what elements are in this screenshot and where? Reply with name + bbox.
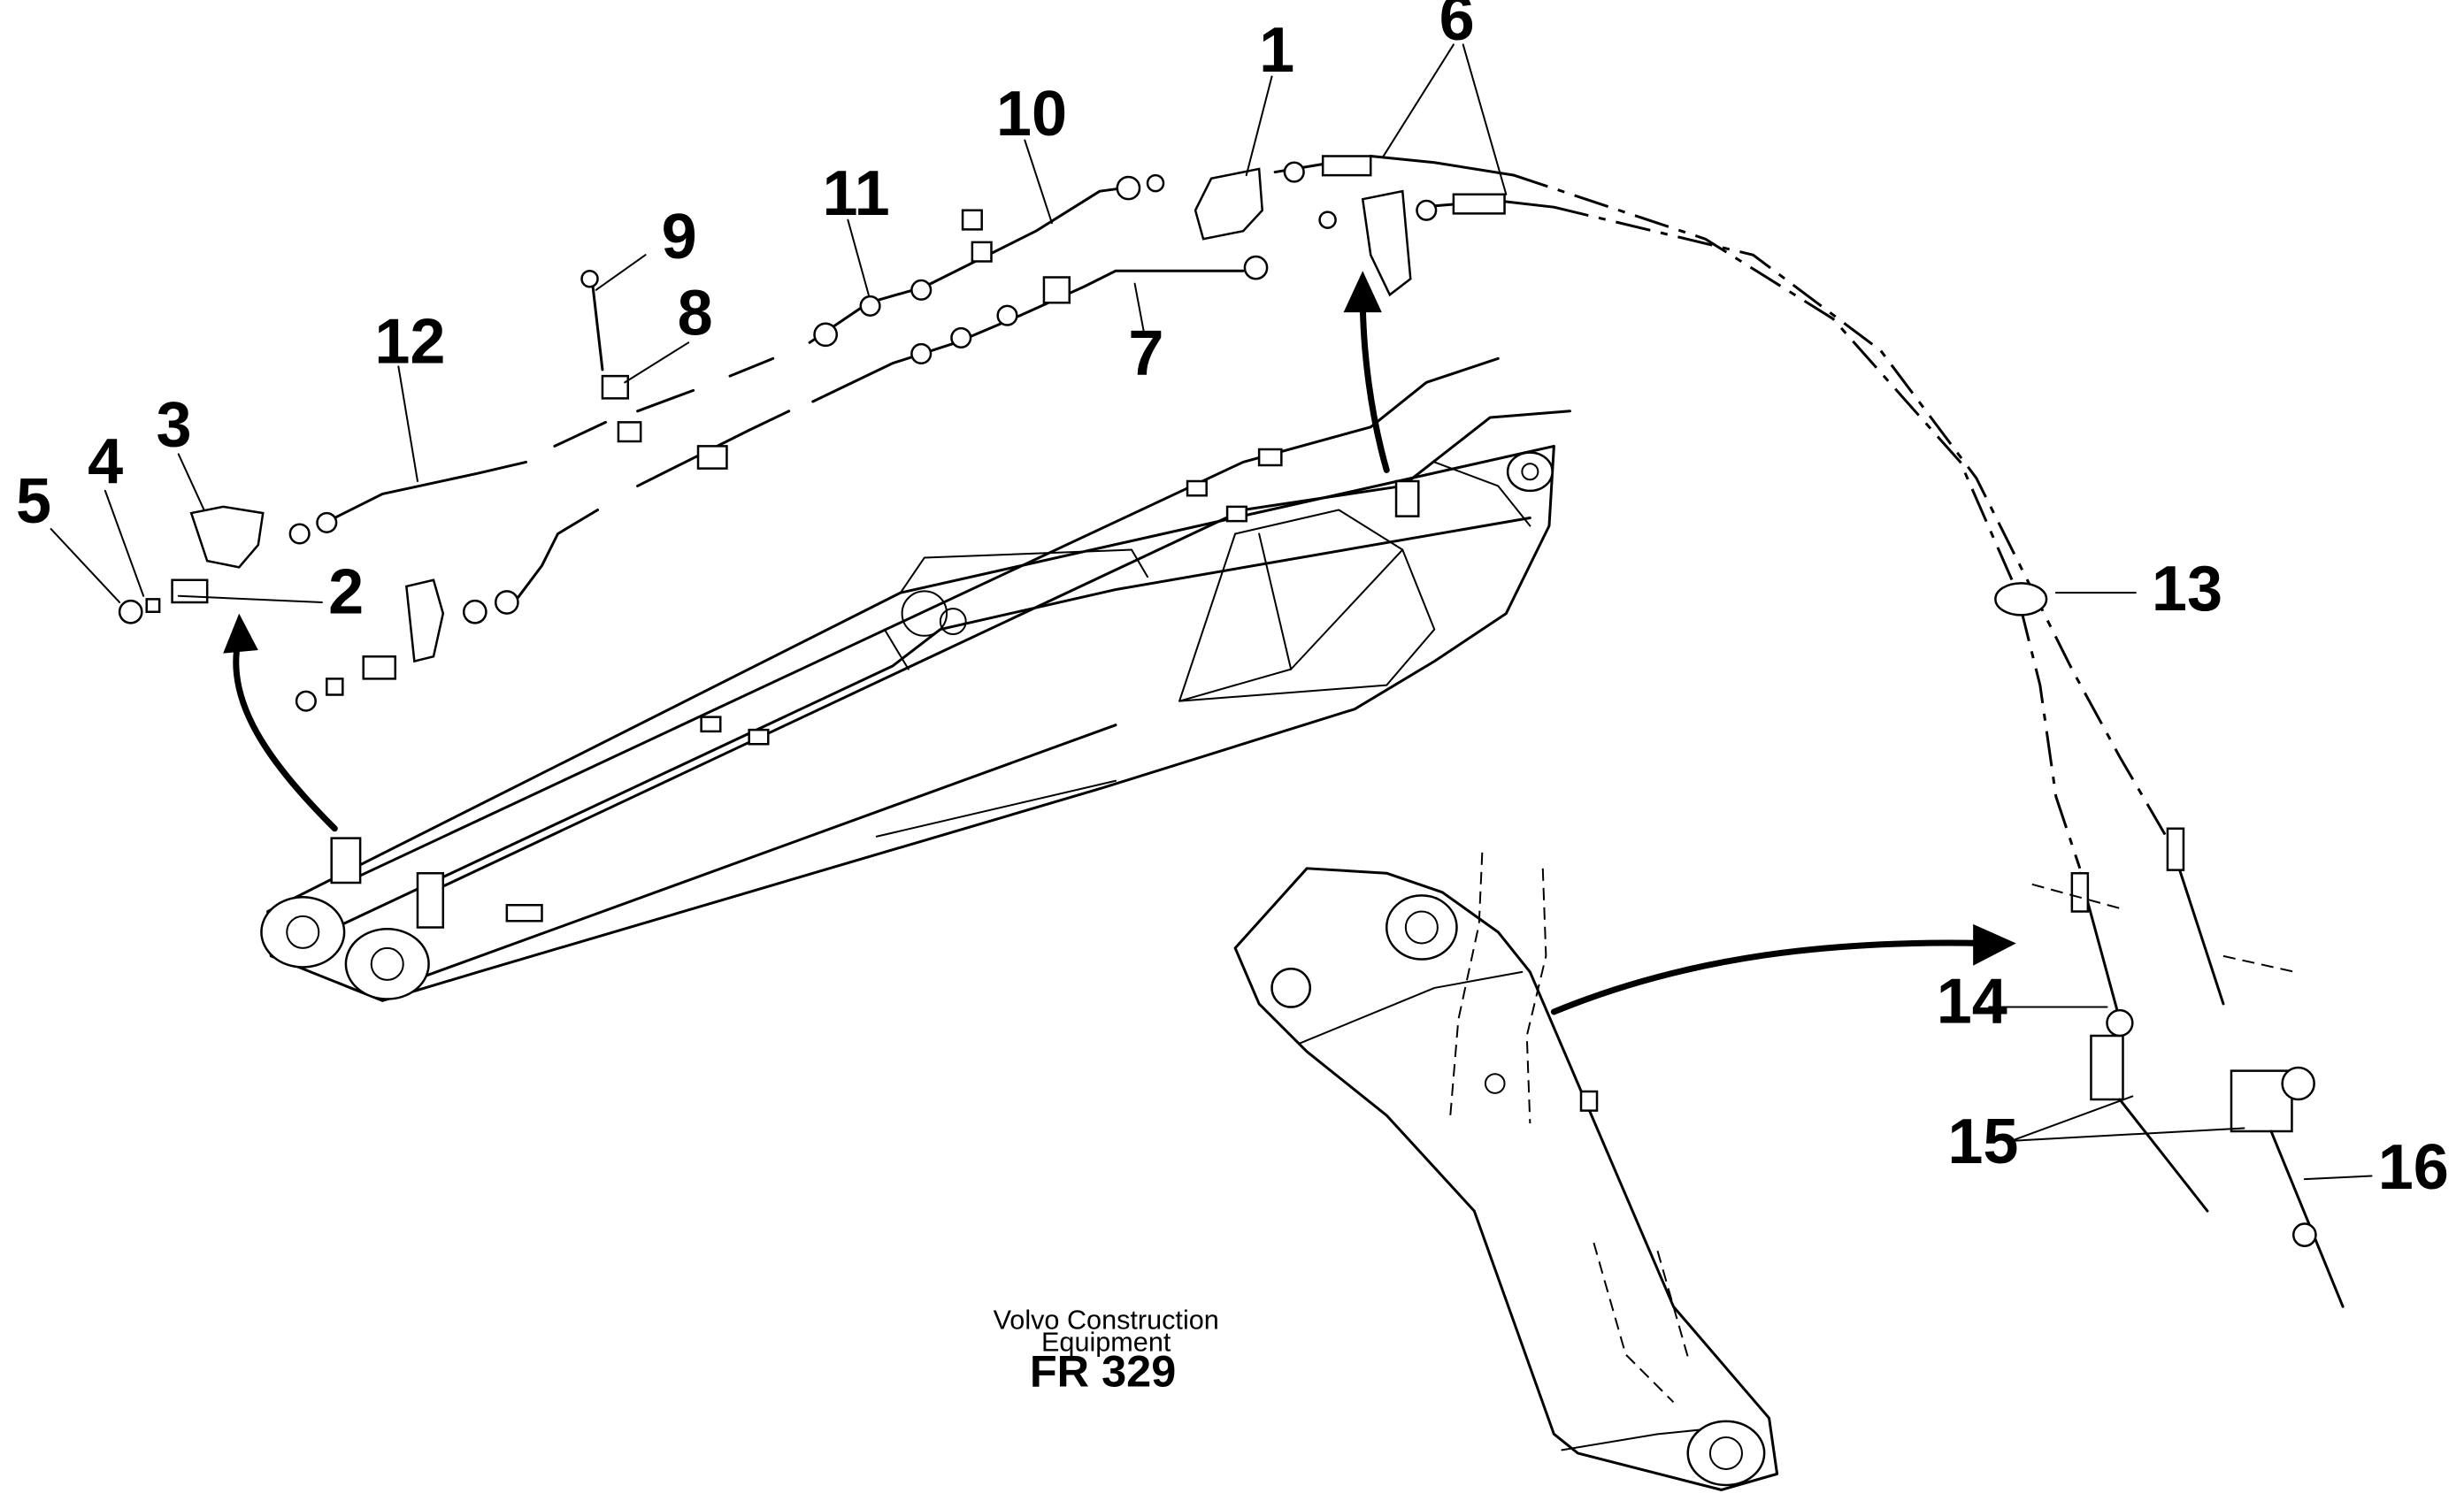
callout-15: 15 <box>1947 1107 2018 1177</box>
callout-9: 9 <box>662 202 697 272</box>
figure-reference: FR 329 <box>1030 1345 1176 1396</box>
caption-line-1: Volvo Construction <box>994 1305 1219 1335</box>
callout-6: 6 <box>1439 0 1475 54</box>
callout-labels: 1 6 10 11 9 8 12 7 3 4 5 2 13 14 15 16 <box>16 0 2449 1203</box>
upper-boom <box>1235 853 1777 1490</box>
hose-runs <box>1514 175 2343 1306</box>
boom-arm <box>261 358 1570 1000</box>
callout-5: 5 <box>16 466 51 537</box>
callout-11: 11 <box>823 158 890 229</box>
callout-1: 1 <box>1259 15 1294 86</box>
callout-14: 14 <box>1937 967 2007 1038</box>
callout-13: 13 <box>2152 554 2222 624</box>
callout-16: 16 <box>2378 1132 2449 1203</box>
callout-2: 2 <box>328 557 364 628</box>
callout-10: 10 <box>996 79 1067 149</box>
direction-arrows <box>223 271 2016 1012</box>
callout-7: 7 <box>1128 318 1163 388</box>
callout-12: 12 <box>374 307 445 378</box>
pipe-assembly <box>119 157 1554 711</box>
callout-leaders <box>51 44 2372 1179</box>
caption-line-2: Equipment <box>1041 1328 1171 1358</box>
callout-4: 4 <box>88 426 123 497</box>
callout-3: 3 <box>157 389 192 460</box>
publisher-caption: Volvo Construction Equipment FR 329 <box>994 1305 1219 1396</box>
callout-8: 8 <box>678 278 713 348</box>
